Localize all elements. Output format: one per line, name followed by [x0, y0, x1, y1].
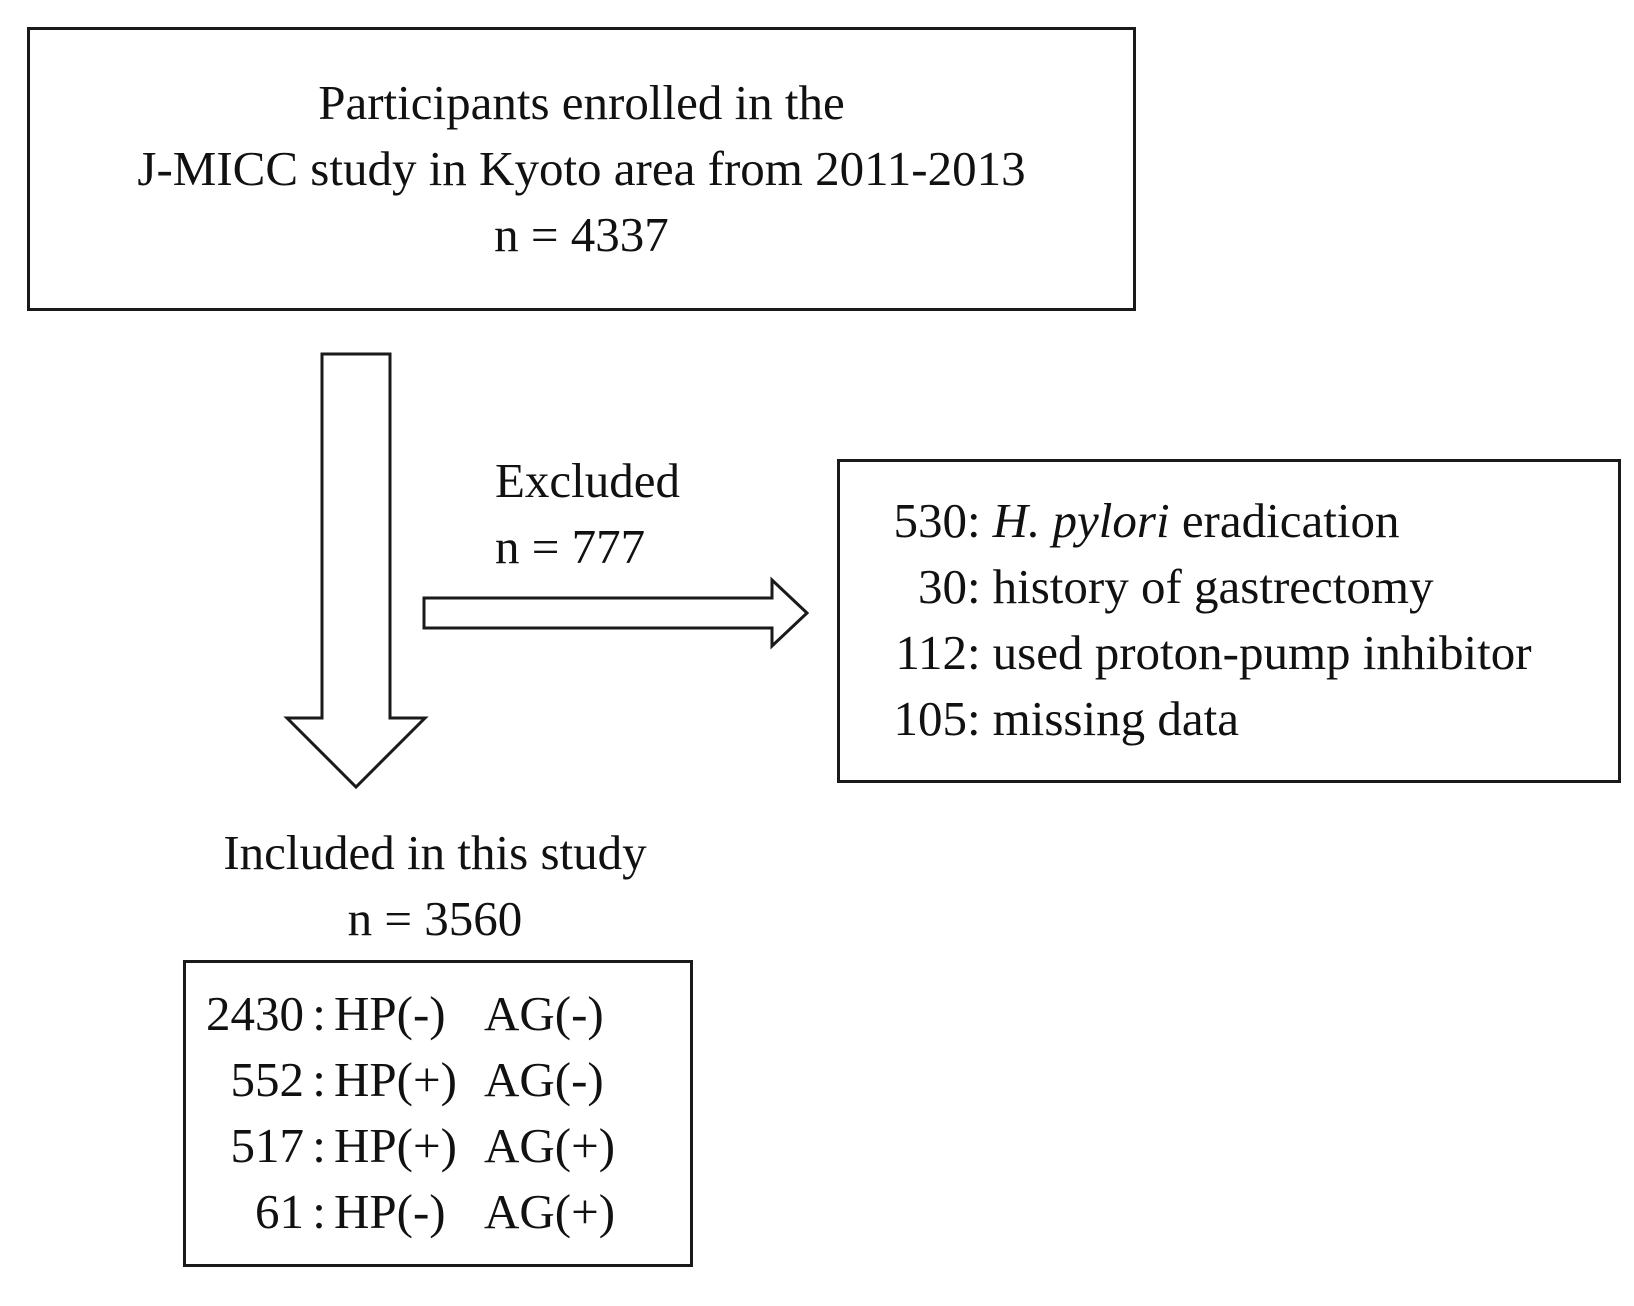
group-count: 61: [255, 1184, 304, 1239]
group-colon: :: [312, 1052, 326, 1107]
group-row: 517:HP(+) AG(+): [204, 1113, 690, 1179]
reason-colon: :: [967, 559, 981, 614]
reason-text: missing data: [992, 691, 1239, 746]
enrolled-count: n = 4337: [494, 207, 669, 262]
included-groups-box: 2430:HP(-)AG(-) 552:HP(+)AG(-) 517:HP(+)…: [183, 960, 693, 1267]
group-hp-status: HP(+): [334, 1052, 457, 1107]
enrolled-box: Participants enrolled in the J-MICC stud…: [27, 27, 1136, 311]
excluded-reason-row: 530:H. pylori eradication: [864, 488, 1618, 554]
group-hp-status: HP(+): [334, 1118, 457, 1173]
group-row: 61:HP(-) AG(+): [204, 1179, 690, 1245]
group-ag-status: AG(+): [484, 1184, 616, 1239]
reason-count: 112: [895, 625, 967, 680]
group-colon: :: [312, 1118, 326, 1173]
reason-text: history of gastrectomy: [992, 559, 1434, 614]
reason-colon: :: [967, 691, 981, 746]
included-label: Included in this study n = 3560: [150, 820, 720, 952]
group-colon: :: [312, 986, 326, 1041]
down-arrow: [283, 352, 429, 790]
reason-count: 530: [893, 493, 968, 548]
reason-text: used proton-pump inhibitor: [992, 625, 1532, 680]
excluded-title: Excluded: [495, 453, 681, 508]
reason-text: H. pylori eradication: [981, 488, 1400, 554]
enrolled-line-2: J-MICC study in Kyoto area from 2011-201…: [137, 141, 1026, 196]
group-ag-status: AG(-): [484, 986, 604, 1041]
excluded-reason-row: 30:history of gastrectomy: [864, 554, 1618, 620]
included-title: Included in this study: [223, 825, 647, 880]
reason-colon: :: [967, 625, 981, 680]
reason-text-plain: eradication: [1169, 493, 1400, 548]
group-row: 552:HP(+) AG(-): [204, 1047, 690, 1113]
enrolled-line-1: Participants enrolled in the: [318, 75, 845, 130]
group-count: 517: [230, 1118, 305, 1173]
reason-colon: :: [967, 493, 981, 548]
group-ag-status: AG(-): [484, 1052, 604, 1107]
group-colon: :: [312, 1184, 326, 1239]
group-hp-status: HP(-): [334, 1184, 446, 1239]
group-row: 2430:HP(-) AG(-): [204, 981, 690, 1047]
included-count: n = 3560: [347, 891, 523, 946]
excluded-reason-row: 112:used proton-pump inhibitor: [864, 620, 1618, 686]
group-ag-status: AG(+): [484, 1118, 616, 1173]
group-hp-status: HP(-): [334, 986, 446, 1041]
group-count: 2430: [206, 986, 304, 1041]
reason-count: 105: [893, 691, 968, 746]
right-arrow: [422, 576, 810, 650]
excluded-reasons-box: 530:H. pylori eradication 30:history of …: [837, 459, 1621, 783]
excluded-count: n = 777: [495, 519, 646, 574]
group-count: 552: [230, 1052, 305, 1107]
excluded-reason-row: 105:missing data: [864, 686, 1618, 752]
reason-text-italic: H. pylori: [992, 493, 1170, 548]
excluded-label: Excluded n = 777: [495, 448, 680, 580]
reason-count: 30: [918, 559, 967, 614]
